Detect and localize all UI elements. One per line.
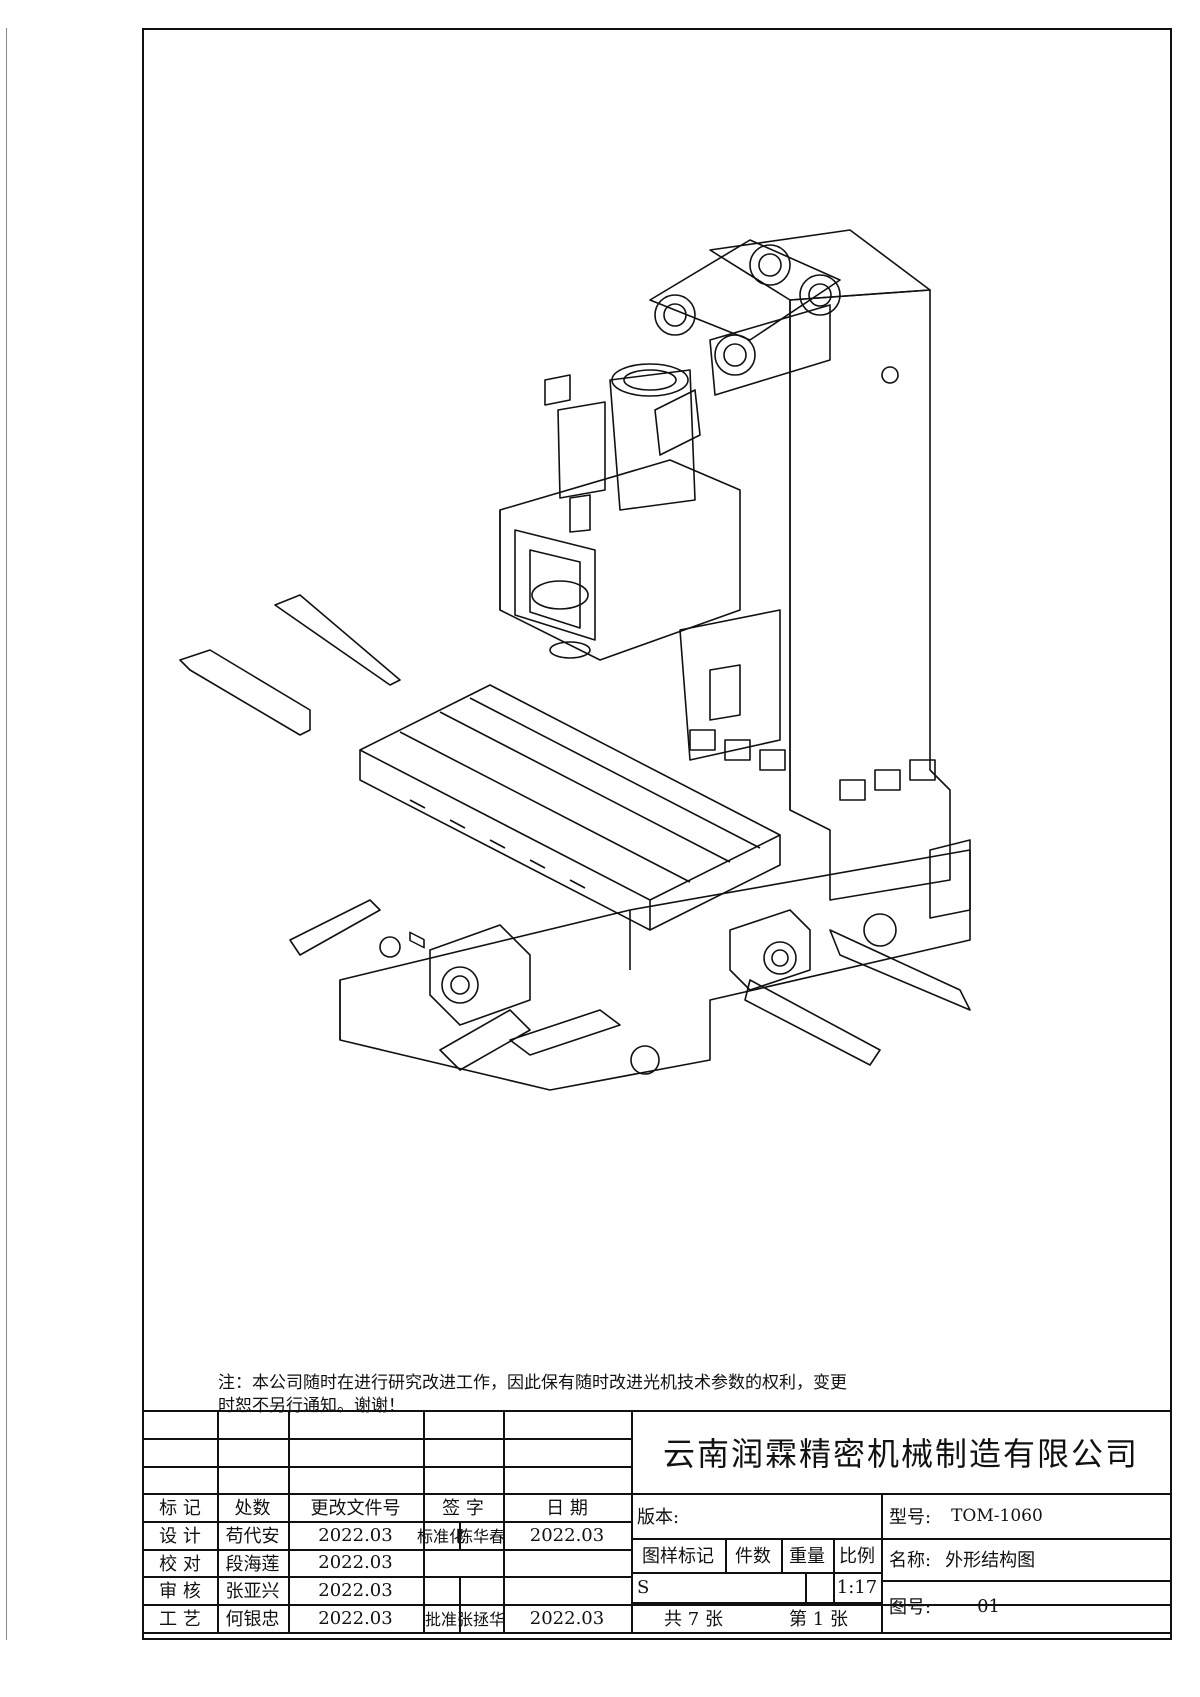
version-label: 版本: [637,1506,680,1528]
sheet-number: 第 1 张 [789,1609,848,1630]
title-block-bottom-row [143,1632,1171,1662]
role-review: 审 核 [159,1581,201,1602]
mark-value: S [637,1576,650,1598]
header-change-doc: 更改文件号 [310,1498,401,1519]
left-margin-line [6,28,7,1640]
drawing-number-value: 01 [977,1595,1000,1617]
name-approve: 张拯华 [457,1610,506,1629]
date-review: 2022.03 [318,1579,393,1601]
role-standardization: 标准化 [417,1527,466,1546]
total-sheets: 共 7 张 [664,1609,723,1630]
header-mark: 标 记 [159,1498,201,1519]
date-process: 2022.03 [318,1607,393,1629]
name-standardization: 陈华春 [457,1527,506,1546]
date-standardization: 2022.03 [529,1524,605,1546]
scale-label: 比例 [839,1546,875,1567]
role-approve: 批准 [424,1610,457,1629]
role-check: 校 对 [159,1553,201,1575]
header-date: 日 期 [546,1498,588,1519]
title-block: 标 记 处数 更改文件号 签 字 日 期 设 计 苟代安 2022.03 标准化… [143,1410,1171,1634]
date-design: 2022.03 [318,1524,393,1546]
date-approve: 2022.03 [529,1607,605,1629]
header-count: 处数 [234,1498,271,1519]
weight-label: 重量 [789,1546,825,1567]
date-check: 2022.03 [318,1552,393,1573]
role-process: 工 艺 [159,1609,201,1630]
qty-label: 件数 [735,1546,771,1567]
name-design: 苟代安 [225,1526,280,1547]
drawing-frame [142,28,1172,1640]
header-signature: 签 字 [442,1498,484,1519]
name-check: 段海莲 [225,1553,280,1575]
role-design: 设 计 [159,1526,201,1547]
name-review: 张亚兴 [225,1581,280,1602]
drawing-number: 图号: 01 [889,1582,1169,1630]
machine-drawing [179,229,971,1091]
scale-value: 1:17 [836,1576,878,1598]
mark-label: 图样标记 [642,1546,714,1567]
name-process: 何银忠 [225,1609,280,1630]
name-label: 名称: [889,1550,932,1571]
name-value: 外形结构图 [945,1550,1036,1571]
company-name: 云南润霖精密机械制造有限公司 [662,1434,1139,1473]
model: 型号: TOM-1060 [889,1493,1169,1538]
drawing-number-label: 图号: [889,1597,932,1618]
note-line-1: 注：本公司随时在进行研究改进工作，因此保有随时改进光机技术参数的权利，变更 [218,1373,847,1393]
part-name: 名称: 外形结构图 [889,1538,1169,1580]
model-label: 型号: [889,1506,932,1528]
model-value: TOM-1060 [951,1505,1043,1526]
